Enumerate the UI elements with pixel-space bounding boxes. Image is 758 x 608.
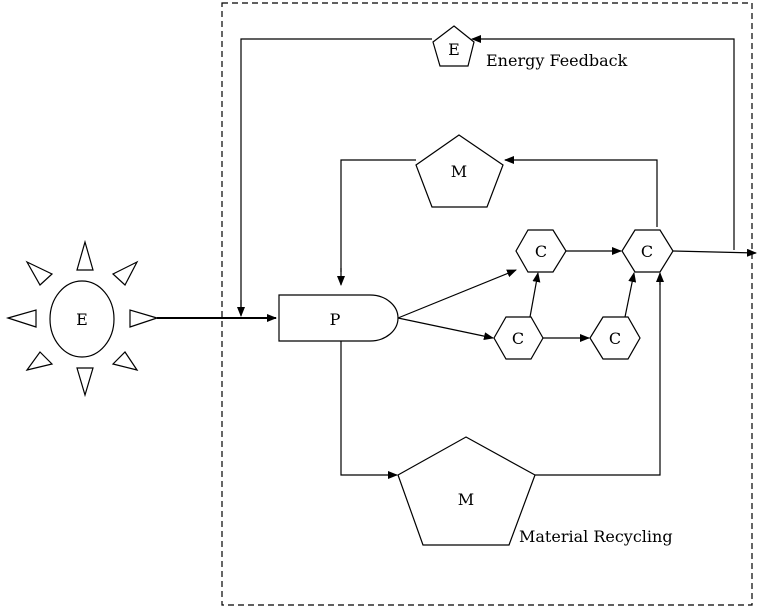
energy-feedback-return (240, 38, 432, 308)
material-top-pentagon (415, 134, 504, 208)
sun-ray-right (129, 309, 159, 328)
sun-ray-bottom-left (25, 351, 54, 371)
consumer-2-to-consumer-1 (529, 272, 541, 318)
sun-ray-left (5, 309, 37, 328)
material-recycling-label: Material Recycling (519, 527, 673, 546)
consumer-2-label: C (512, 329, 524, 348)
producer-to-recycling-path (340, 341, 393, 476)
material-top-return-path (505, 159, 658, 227)
consumer-4-to-consumer-3 (624, 272, 637, 318)
sun-ray-top (76, 239, 94, 271)
producer-node (278, 294, 399, 342)
sun-ray-bottom-right (111, 351, 139, 371)
producer-label: P (330, 310, 341, 329)
consumer-4-node (589, 316, 641, 360)
energy-feedback-node-label: E (448, 40, 460, 59)
energy-source-sun: E (5, 239, 159, 398)
producer-to-consumer-2 (397, 317, 494, 341)
recycling-to-consumer-path (535, 280, 661, 476)
energy-feedback-pentagon (432, 25, 475, 67)
material-top-label: M (451, 162, 467, 181)
system-boundary (221, 2, 753, 606)
consumer-4-label: C (609, 329, 621, 348)
material-recycling-pentagon (397, 436, 536, 546)
energy-exit-arrow (672, 248, 757, 257)
consumer-1-node (515, 229, 567, 273)
producer-to-consumer-1 (397, 269, 517, 319)
energy-feedback-path (476, 38, 735, 250)
consumer-3-label: C (641, 242, 653, 261)
energy-feedback-label: Energy Feedback (486, 51, 628, 70)
sun-ray-top-right (111, 260, 139, 286)
energy-source-label: E (76, 310, 88, 329)
sun-ray-top-left (25, 260, 54, 286)
material-top-to-producer (340, 159, 416, 272)
energy-source-ellipse (49, 280, 115, 358)
consumer-2-node (493, 316, 544, 360)
material-bottom-label: M (458, 490, 474, 509)
consumer-1-label: C (535, 242, 547, 261)
sun-ray-bottom (76, 367, 94, 398)
